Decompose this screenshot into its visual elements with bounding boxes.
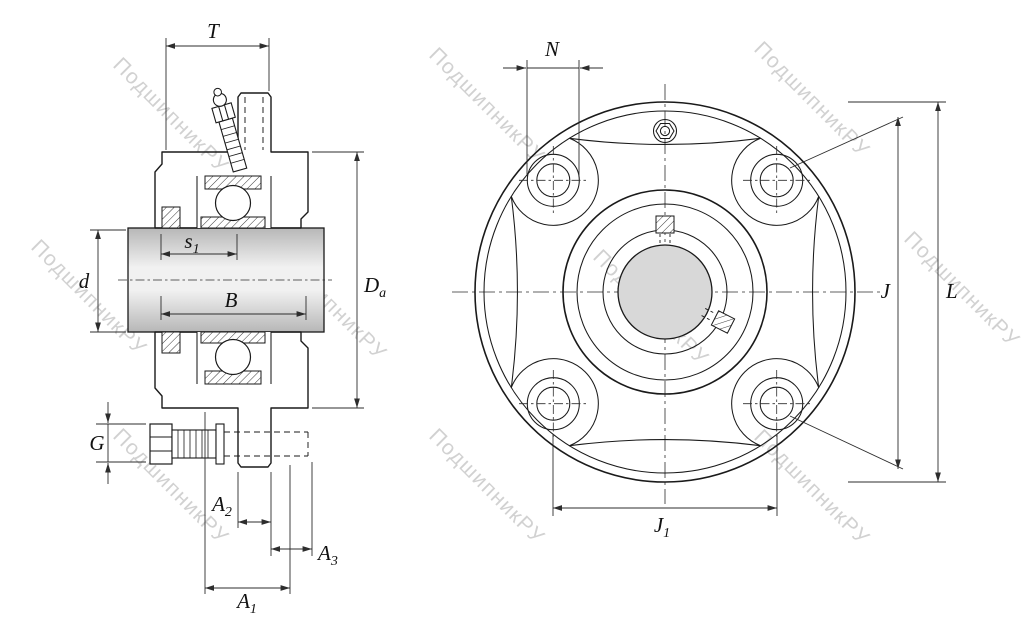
dim-label-B: B xyxy=(225,288,238,312)
watermark-text: ПодшипникРУ xyxy=(424,43,549,168)
cross-section-view: T d s1 B Da xyxy=(79,19,386,617)
nipple-dome xyxy=(659,125,671,137)
bearing-upper xyxy=(161,175,272,229)
dim-label-N: N xyxy=(544,37,560,61)
set-screw-angled xyxy=(701,308,736,334)
ball xyxy=(214,184,252,222)
shaft-bore xyxy=(617,244,713,340)
cartridge-seat-circle xyxy=(562,189,768,395)
dim-label-A2: A2 xyxy=(210,492,232,520)
dim-label-s1: s1 xyxy=(184,229,199,257)
dim-J1: J1 xyxy=(552,434,778,541)
grease-fitting xyxy=(211,87,248,173)
dim-label-A1: A1 xyxy=(235,589,257,617)
plug-collar xyxy=(215,423,225,465)
bolt-hole-top-left xyxy=(519,146,587,214)
screw-body xyxy=(710,310,736,334)
grease-nipple-front xyxy=(652,118,678,144)
dim-N: N xyxy=(503,37,603,176)
flange-bolt-hole-hidden-lines xyxy=(244,97,264,150)
front-view: N J L J1 xyxy=(452,37,958,541)
dim-A3: A3 xyxy=(271,462,338,569)
dim-B: B xyxy=(160,288,307,320)
dim-s1: s1 xyxy=(160,229,238,260)
dim-label-Da: Da xyxy=(363,273,386,301)
flange-lobe-contour xyxy=(510,137,820,447)
dim-Da: Da xyxy=(312,151,386,409)
plug-hex-head xyxy=(149,423,173,465)
shaft xyxy=(118,227,332,333)
nipple-boss xyxy=(652,118,678,144)
screw-body xyxy=(655,215,675,234)
dim-label-T: T xyxy=(207,19,220,43)
dim-label-G: G xyxy=(89,431,104,455)
set-screw-top xyxy=(655,215,675,246)
dim-A2: A2 xyxy=(210,472,272,556)
watermark-text: ПодшипникРУ xyxy=(424,424,549,549)
thread-lines xyxy=(221,125,245,164)
set-screw xyxy=(161,206,181,229)
dim-label-J: J xyxy=(881,279,892,303)
dim-d: d xyxy=(79,229,126,333)
nipple-hex xyxy=(655,122,675,140)
housing-lower-section xyxy=(154,331,309,468)
plug-thread xyxy=(171,429,217,459)
thread-lines xyxy=(177,430,209,458)
bolt-hole-bottom-right xyxy=(743,370,811,438)
fitting-nipple xyxy=(213,87,222,97)
dim-T: T xyxy=(165,19,270,150)
dim-label-d: d xyxy=(79,269,90,293)
dim-J: J xyxy=(789,116,904,470)
dim-label-J1: J1 xyxy=(654,513,670,541)
ball xyxy=(214,338,252,376)
dim-label-A3: A3 xyxy=(316,541,338,569)
dim-G: G xyxy=(89,402,146,484)
dim-L: L xyxy=(848,101,958,483)
set-screw xyxy=(161,331,181,354)
bolt-hole-bottom-left xyxy=(519,370,587,438)
bolt-hole-top-right xyxy=(743,146,811,214)
outer-ring-circle xyxy=(576,203,754,381)
housing-upper-section xyxy=(154,92,309,229)
bearing-lower xyxy=(161,331,272,385)
hidden-thread-hole xyxy=(224,431,309,457)
bottom-plug xyxy=(149,423,309,465)
rim-inner-circle xyxy=(483,110,847,474)
dim-A1: A1 xyxy=(204,412,291,617)
watermark-text: ПодшипникРУ xyxy=(899,227,1024,352)
dim-label-L: L xyxy=(945,279,958,303)
watermark-text: ПодшипникРУ xyxy=(749,425,874,550)
outer-diameter-circle xyxy=(474,101,856,483)
